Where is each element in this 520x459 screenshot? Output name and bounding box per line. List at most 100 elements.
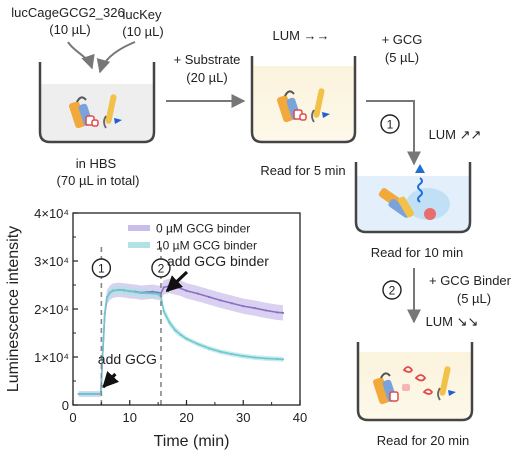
active-luciferase-icon	[378, 188, 436, 220]
gcg-add-label: + GCG	[382, 32, 423, 47]
series-1-point	[151, 292, 154, 295]
beaker-gcg	[354, 162, 472, 234]
legend-label-1: 10 µM GCG binder	[156, 239, 257, 253]
chart-step-marker-1	[91, 258, 112, 278]
series-1-point	[196, 342, 199, 346]
binder-add-label: + GCG Binder	[429, 273, 512, 288]
series-1-point	[140, 292, 143, 295]
series-0-point	[253, 306, 256, 310]
state3-lum: LUM ↘↘	[426, 314, 479, 329]
annotation-arrow-binder	[165, 270, 189, 293]
y-tick-label: 1×10⁴	[34, 350, 69, 365]
key-icon	[103, 94, 122, 129]
bound-gcg-icon	[402, 366, 434, 395]
series-1-point	[105, 295, 109, 299]
series-0-point	[208, 295, 211, 299]
x-tick-label: 10	[123, 410, 137, 425]
series-1-point	[111, 289, 114, 292]
series-0-point	[185, 289, 188, 292]
x-tick-label: 20	[179, 410, 193, 425]
state2-lum: LUM ↗↗	[429, 127, 482, 142]
y-tick-label: 3×10⁴	[34, 254, 69, 269]
series-1-point	[253, 356, 256, 359]
series-0-point	[196, 292, 199, 295]
series-1-point	[230, 353, 233, 356]
series-0-point	[230, 302, 233, 305]
binder-add-volume: (5 µL)	[457, 291, 491, 306]
series-1-point	[103, 312, 106, 315]
series-0-point	[276, 311, 279, 314]
series-1-point	[276, 357, 279, 361]
key-icon	[311, 88, 330, 123]
read3-label: Read for 20 min	[377, 433, 470, 448]
pipette-arrow-b	[96, 41, 136, 74]
series-0-point	[281, 311, 285, 314]
y-axis-title: Luminescence intensity	[5, 226, 22, 392]
read2-label: Read for 10 min	[371, 245, 464, 260]
chart-step-marker-label: 1	[98, 262, 105, 276]
series-0-point	[179, 287, 182, 290]
annotation-add-gcg: add GCG	[98, 351, 157, 367]
pipette-arrow-a	[67, 41, 95, 70]
series-1-point	[264, 357, 268, 360]
series-1-point	[145, 292, 148, 295]
step2-marker-label: 2	[389, 284, 396, 298]
x-tick-label: 40	[293, 410, 307, 425]
substrate-volume: (20 µL)	[186, 70, 227, 85]
buffer-volume: (70 µL in total)	[57, 173, 140, 188]
substrate-label: + Substrate	[174, 52, 241, 67]
protein-cage-icon	[69, 96, 99, 129]
key-icon	[437, 366, 456, 401]
series-1-point	[108, 291, 111, 294]
reagent-b-name: lucKey	[122, 7, 162, 22]
series-1-point	[117, 288, 120, 291]
x-tick-label: 0	[69, 410, 76, 425]
gcg-arrow	[366, 100, 421, 166]
series-0-point	[219, 299, 222, 302]
series-1-point	[179, 333, 182, 337]
emission-arrow	[415, 164, 425, 173]
reagent-a-volume: (10 µL)	[49, 22, 90, 37]
annotation-add-binder: add GCG binder	[167, 253, 269, 269]
series-1-point	[94, 392, 97, 396]
series-1-point	[83, 392, 86, 396]
step1-marker-label: 1	[387, 118, 394, 132]
x-tick-label: 30	[236, 410, 250, 425]
series-1-point	[122, 289, 126, 292]
beaker-initial	[38, 62, 156, 144]
y-tick-label: 4×10⁴	[34, 206, 69, 221]
reagent-b-volume: (10 µL)	[122, 24, 163, 39]
y-tick-label: 0	[62, 398, 69, 413]
series-1-point	[174, 329, 177, 332]
chart-step-marker-label: 2	[158, 262, 165, 276]
series-0-point	[264, 309, 268, 312]
step2-marker-workflow: 2	[382, 280, 402, 300]
series-1-point	[185, 337, 188, 340]
gcg-add-volume: (5 µL)	[385, 50, 419, 65]
series-1-point	[242, 354, 245, 358]
protein-cage-icon	[373, 372, 399, 405]
emission-wave	[417, 177, 423, 203]
series-1-point	[219, 350, 222, 353]
beaker-binder	[356, 342, 474, 422]
read1-label: Read for 5 min	[260, 163, 345, 178]
series-1-point	[162, 310, 165, 313]
series-0-point	[242, 305, 245, 308]
series-1-point	[134, 291, 137, 294]
state1-lum: LUM →→	[272, 28, 329, 43]
x-axis-title: Time (min)	[154, 433, 230, 450]
series-1-point	[281, 358, 285, 361]
annotation-arrow-gcg	[102, 370, 120, 389]
series-1-point	[77, 392, 80, 396]
reagent-a-name: lucCageGCG2_326	[11, 5, 124, 20]
protein-cage-icon	[277, 90, 307, 123]
buffer-label: in HBS	[76, 156, 117, 171]
chart-step-marker-2	[151, 258, 171, 278]
series-1-point	[128, 290, 131, 293]
series-band-0	[78, 278, 283, 397]
beaker-substrate	[250, 56, 357, 144]
series-1-point	[168, 321, 171, 324]
series-1-point	[208, 347, 211, 350]
